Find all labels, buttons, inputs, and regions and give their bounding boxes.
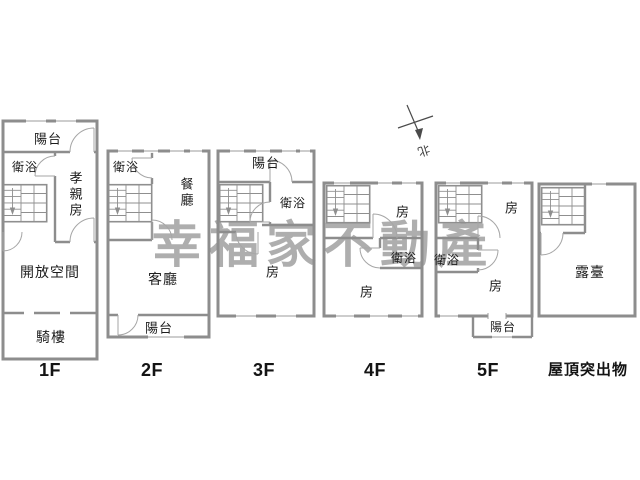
floorplan-unit-3f [216, 149, 316, 318]
room-label-1f-open-space: 開放空間 [20, 264, 80, 280]
room-label-3f-bath: 衛浴 [279, 196, 307, 210]
floorplan-unit-4f [322, 181, 424, 318]
room-label-2f-balcony: 陽台 [144, 320, 174, 336]
doors-2f [117, 157, 173, 336]
room-label-5f-bath: 衛浴 [433, 253, 461, 267]
floorplan-unit-5f [434, 181, 534, 339]
floorplan-unit-2f [106, 149, 211, 339]
room-label-5f-room-bottom: 房 [488, 278, 504, 294]
floor-label-1f: 1F [38, 360, 62, 380]
room-label-roof-terrace: 露臺 [575, 264, 605, 280]
room-label-2f-bath: 衛浴 [112, 160, 140, 174]
room-label-4f-bath: 衛浴 [390, 251, 418, 265]
floor-label-4f: 4F [363, 360, 387, 380]
room-label-4f-room-bottom: 房 [359, 284, 375, 300]
room-label-1f-balcony: 陽台 [33, 131, 63, 147]
doors-roof [540, 232, 564, 256]
doors-5f [477, 215, 501, 271]
north-arrow-icon [397, 104, 434, 140]
north-label: 北 [415, 142, 432, 160]
floorplan-unit-roof [537, 182, 637, 318]
floorplan-unit-1f [1, 119, 99, 361]
room-label-4f-room-top: 房 [395, 204, 411, 220]
room-label-1f-arcade: 騎樓 [36, 329, 66, 345]
room-label-1f-bath: 衛浴 [11, 160, 39, 174]
room-label-5f-room-top: 房 [504, 200, 520, 216]
floor-label-5f: 5F [476, 360, 500, 380]
doors-4f [359, 213, 398, 269]
doors-3f [235, 159, 293, 255]
room-label-3f-room: 房 [265, 264, 281, 280]
room-label-3f-balcony: 陽台 [251, 155, 281, 171]
floor-label-roof: 屋頂突出物 [547, 361, 629, 379]
doors-1f [2, 127, 95, 252]
room-label-2f-living: 客廳 [148, 271, 178, 287]
room-label-2f-dining: 餐廳 [178, 177, 194, 209]
room-label-5f-balcony: 陽台 [489, 320, 517, 334]
floor-label-3f: 3F [252, 360, 276, 380]
floor-label-2f: 2F [140, 360, 164, 380]
room-label-1f-parents-room: 孝親房 [67, 171, 83, 219]
